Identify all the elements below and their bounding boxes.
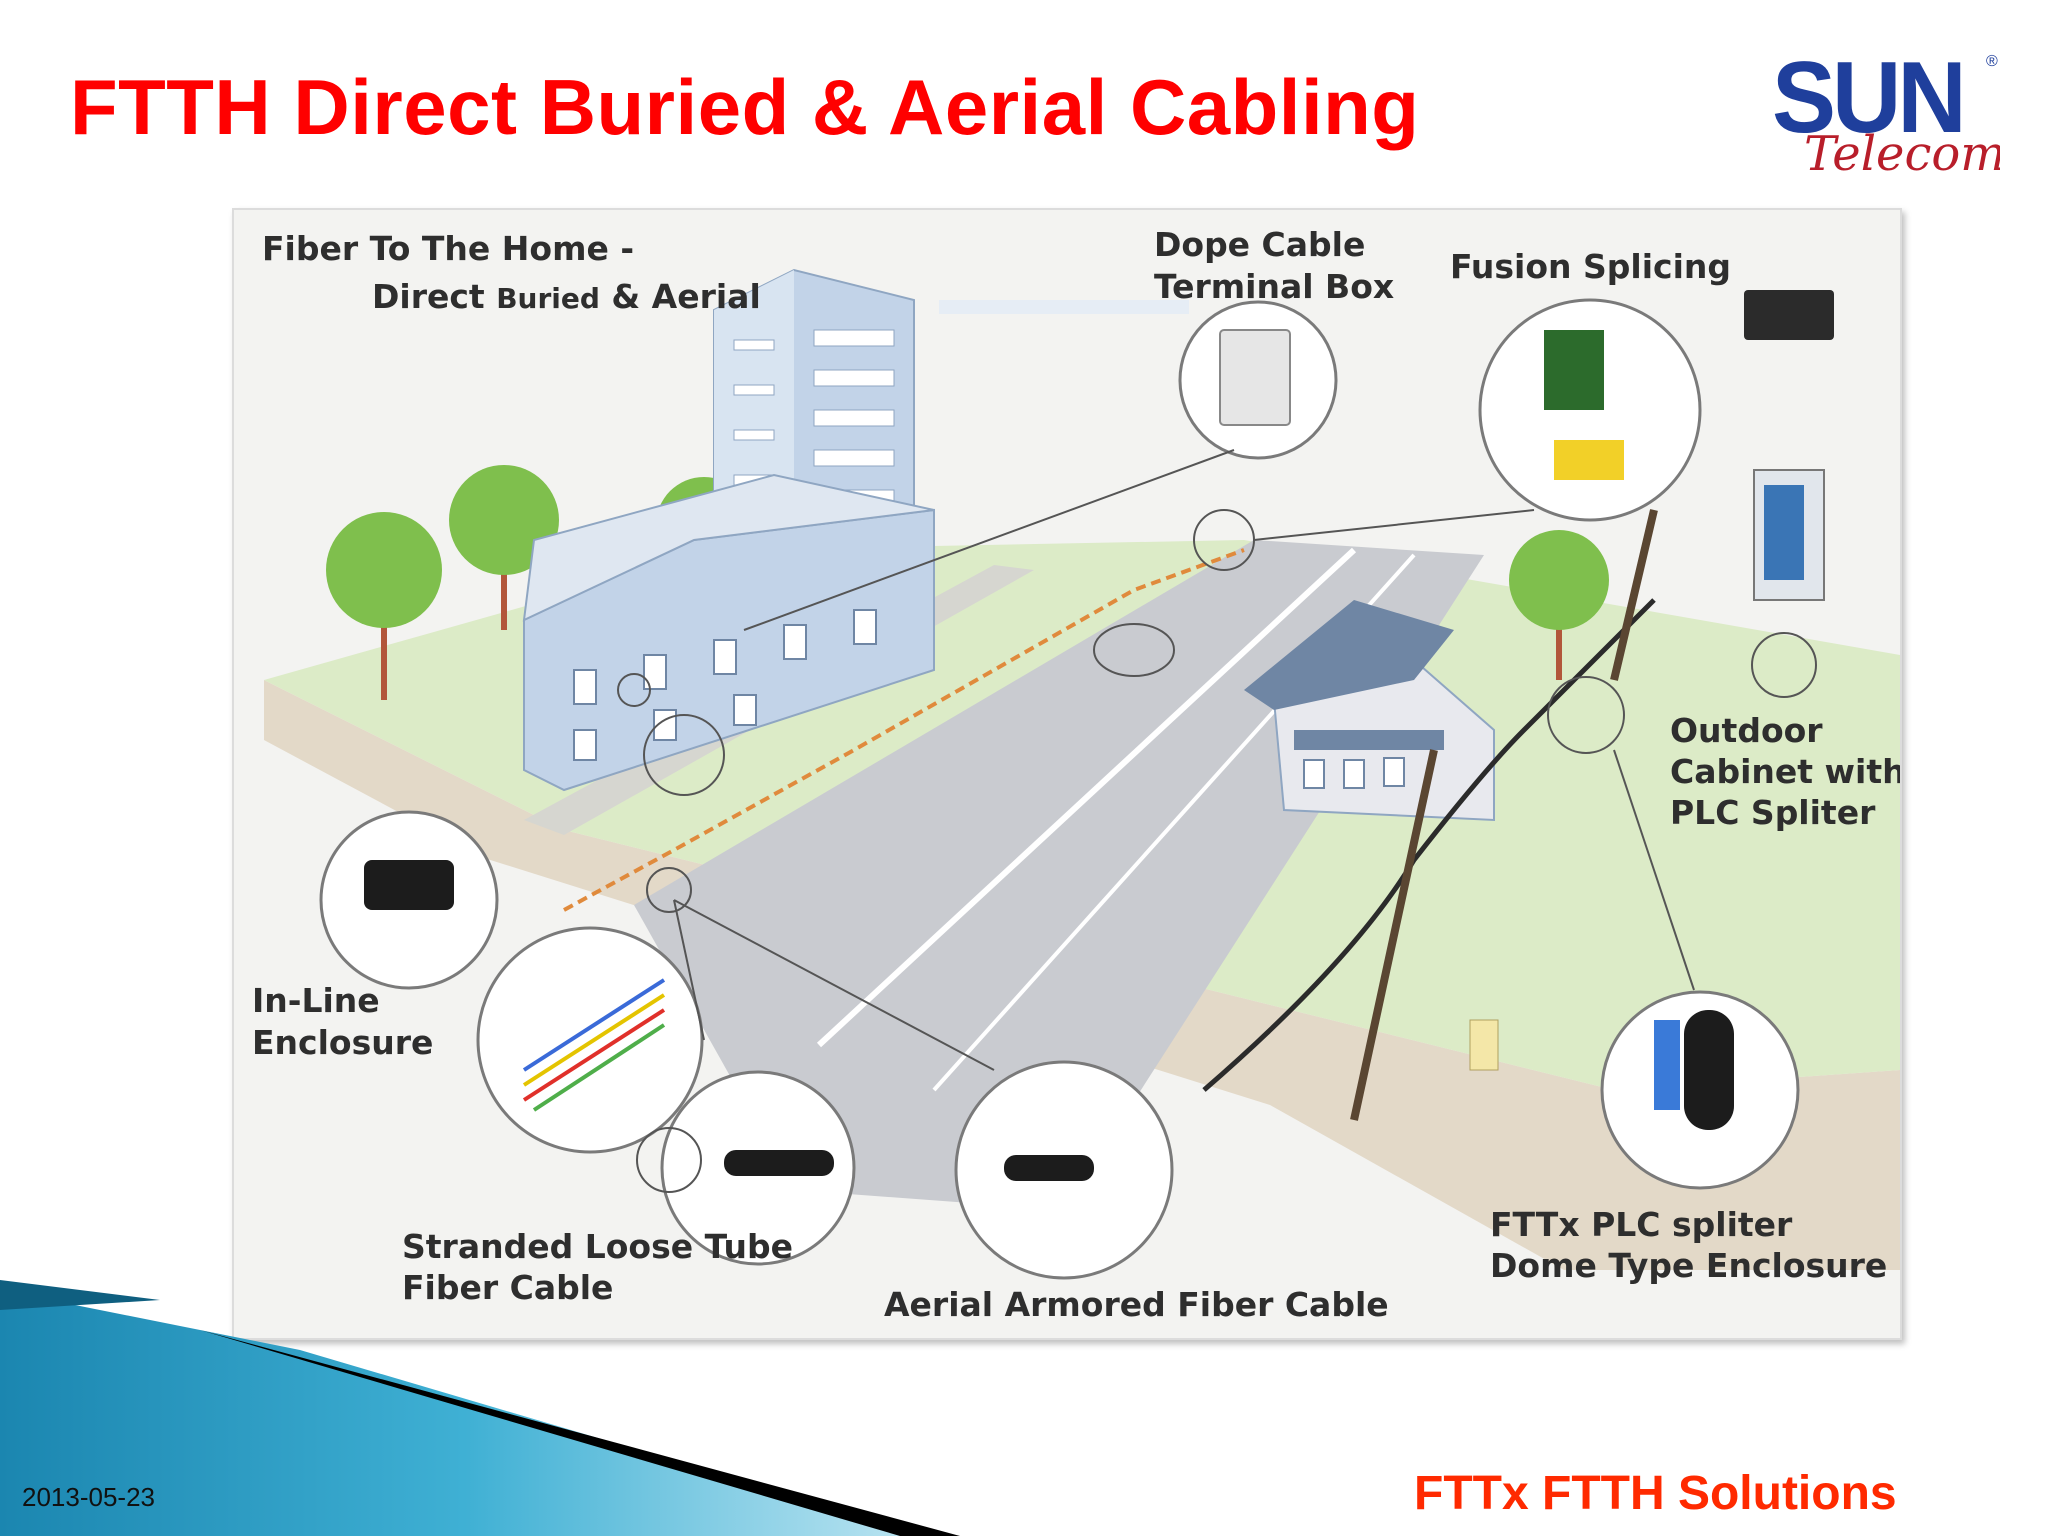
label-inline-line2: Enclosure <box>252 1023 434 1062</box>
tree-4 <box>1509 530 1609 680</box>
label-fttx-line1: FTTx PLC spliter <box>1490 1205 1793 1244</box>
label-dope-cable-line2: Terminal Box <box>1154 267 1395 306</box>
label-outdoor-line2: Cabinet with <box>1670 752 1902 791</box>
logo-brand: SUN <box>1772 46 1963 154</box>
fiber-strands-icon <box>522 978 666 1112</box>
technician-icon <box>1544 330 1604 410</box>
ftth-illustration <box>264 268 1900 1280</box>
buried-fiber <box>563 548 1245 912</box>
armored-cable-icon <box>1004 1155 1094 1181</box>
road-line-1 <box>816 547 1357 1048</box>
detail-stranded-cable <box>476 926 704 1154</box>
row-house <box>522 473 935 792</box>
diagram-heading-line2: Direct Buried & Aerial <box>372 277 761 316</box>
terminal-box-icon <box>1219 329 1291 426</box>
label-stranded-line2: Fiber Cable <box>402 1268 614 1307</box>
tree-2 <box>449 465 559 630</box>
small-circle-e <box>636 1127 702 1193</box>
logo-sub: Telecom <box>1804 126 2000 178</box>
sun-telecom-logo: SUN ® Telecom <box>1768 41 2006 182</box>
utility-pole-1 <box>1350 749 1438 1121</box>
label-dope-cable-line1: Dope Cable <box>1154 225 1366 264</box>
pole-box <box>1469 1019 1499 1071</box>
small-circle-b <box>617 673 651 707</box>
dome-enclosure-icon <box>1684 1010 1734 1130</box>
logo-registered-mark: ® <box>1986 53 1998 70</box>
ftth-diagram: Fiber To The Home - Direct Buried & Aeri… <box>232 208 1902 1340</box>
small-circle-d <box>1547 676 1625 754</box>
label-outdoor-line3: PLC Spliter <box>1670 793 1876 832</box>
outdoor-cabinet <box>1744 290 1834 601</box>
inline-enclosure-icon <box>364 860 454 910</box>
label-fusion-splicing: Fusion Splicing <box>1450 247 1731 286</box>
label-outdoor-line1: Outdoor <box>1670 711 1823 750</box>
label-inline-line1: In-Line <box>252 981 380 1020</box>
label-fttx-line2: Dome Type Enclosure <box>1490 1246 1888 1285</box>
loose-tube-cable-icon <box>724 1150 834 1176</box>
splice-tray-icon <box>1654 1020 1680 1110</box>
small-circle-a <box>643 714 725 796</box>
detached-house <box>1244 600 1495 822</box>
label-stranded-line1: Stranded Loose Tube <box>402 1227 793 1266</box>
footer-swoosh <box>0 1280 960 1536</box>
small-circle-f <box>646 867 692 913</box>
label-aerial-armored: Aerial Armored Fiber Cable <box>884 1285 1389 1324</box>
splicer-case-icon <box>1554 440 1624 480</box>
slide-title: FTTH Direct Buried & Aerial Cabling <box>70 63 1420 151</box>
footer-solutions: FTTx FTTH Solutions <box>1414 1467 1897 1520</box>
small-circle-c <box>1093 623 1175 677</box>
footer-date: 2013-05-23 <box>22 1482 155 1512</box>
tree-1 <box>326 512 442 700</box>
utility-pole-2 <box>1610 509 1658 681</box>
diagram-heading-line1: Fiber To The Home - <box>262 229 635 268</box>
small-circle-cabinet <box>1751 632 1817 698</box>
